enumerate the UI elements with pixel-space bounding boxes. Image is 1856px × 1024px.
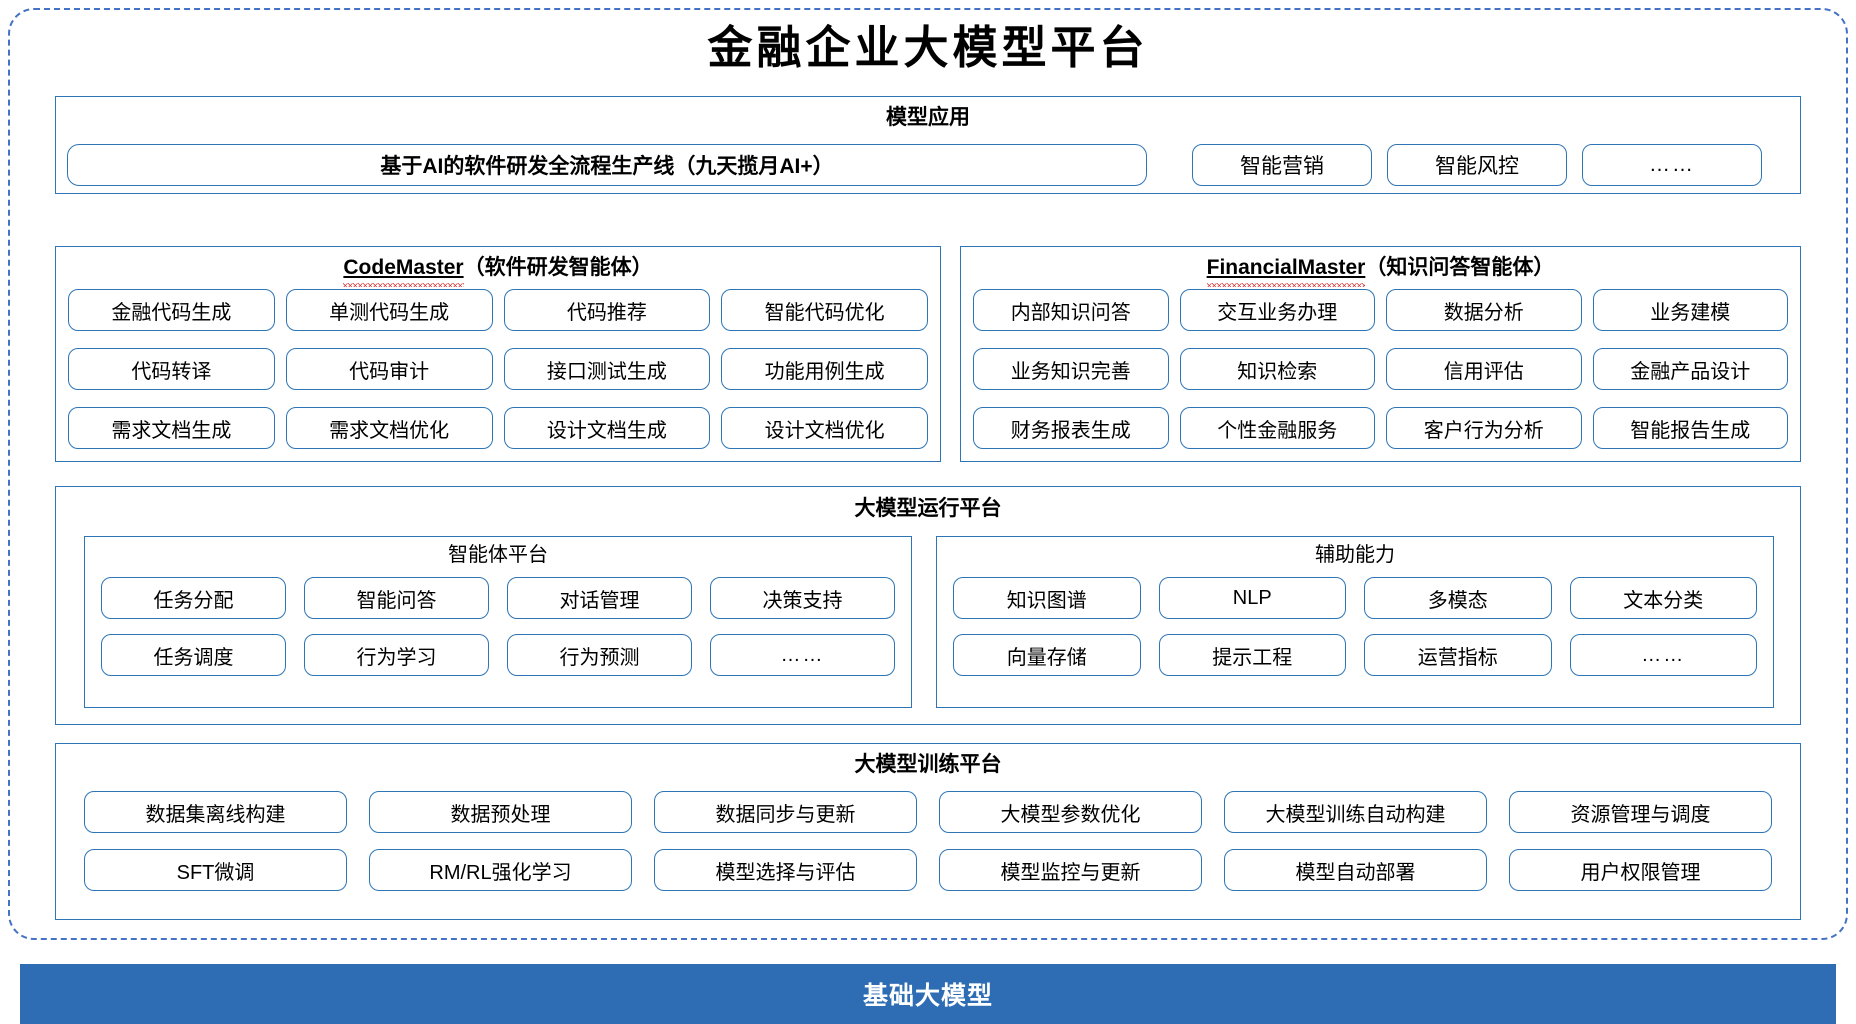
chip-auxiliary-item[interactable]: 运营指标 — [1364, 634, 1552, 676]
chip-financial-master-item[interactable]: 业务知识完善 — [973, 348, 1169, 390]
chip-code-master-item[interactable]: 代码转译 — [68, 348, 275, 390]
chip-agent-platform-item[interactable]: 任务调度 — [101, 634, 286, 676]
chip-financial-master-item[interactable]: 知识检索 — [1179, 348, 1375, 390]
chip-code-master-item[interactable]: 功能用例生成 — [721, 348, 928, 390]
subsection-title-agent-platform: 智能体平台 — [448, 544, 548, 566]
chip-agent-platform-item[interactable]: 任务分配 — [101, 577, 286, 619]
section-model-application: 模型应用 基于AI的软件研发全流程生产线（九天揽月AI+） 智能营销 智能风控 … — [55, 96, 1801, 194]
subsection-title-auxiliary-capability: 辅助能力 — [1315, 544, 1395, 566]
chip-agent-platform-item[interactable]: 行为预测 — [507, 634, 692, 676]
chip-code-master-item[interactable]: 需求文档优化 — [285, 407, 493, 449]
chip-financial-master-item[interactable]: 客户行为分析 — [1386, 407, 1582, 449]
chip-training-item[interactable]: 资源管理与调度 — [1509, 791, 1772, 833]
chip-auxiliary-item[interactable]: 知识图谱 — [953, 577, 1141, 619]
chip-agent-platform-item[interactable]: 行为学习 — [304, 634, 489, 676]
chip-financial-master-item[interactable]: 个性金融服务 — [1179, 407, 1375, 449]
subsection-agent-platform: 智能体平台 任务分配 智能问答 对话管理 决策支持 任务调度 行为学习 行为预测… — [84, 536, 912, 708]
chip-code-master-item[interactable]: 需求文档生成 — [68, 407, 275, 449]
chip-training-item[interactable]: 大模型参数优化 — [939, 791, 1202, 833]
chip-agent-platform-item[interactable]: 智能问答 — [304, 577, 489, 619]
section-title-code-master: CodeMaster（软件研发智能体） — [56, 255, 940, 288]
chip-auxiliary-item[interactable]: 提示工程 — [1158, 634, 1346, 676]
chip-code-master-item[interactable]: 设计文档优化 — [721, 407, 928, 449]
chip-training-item[interactable]: 数据集离线构建 — [84, 791, 347, 833]
chip-financial-master-item[interactable]: 交互业务办理 — [1179, 289, 1375, 331]
section-financial-master: FinancialMaster（知识问答智能体） 内部知识问答 交互业务办理 数… — [960, 246, 1801, 462]
chip-training-item[interactable]: 数据预处理 — [369, 791, 632, 833]
chip-training-item[interactable]: 模型自动部署 — [1224, 849, 1487, 891]
chip-financial-master-item[interactable]: 金融产品设计 — [1592, 348, 1788, 390]
spacer — [1372, 144, 1387, 186]
chip-training-item[interactable]: 模型选择与评估 — [654, 849, 917, 891]
chip-more-applications[interactable]: …… — [1582, 144, 1762, 186]
code-master-suffix: （软件研发智能体） — [463, 256, 653, 279]
chip-code-master-item[interactable]: 单测代码生成 — [285, 289, 493, 331]
section-runtime-platform: 大模型运行平台 智能体平台 任务分配 智能问答 对话管理 决策支持 任务调度 行… — [55, 486, 1801, 725]
section-title-financial-master: FinancialMaster（知识问答智能体） — [961, 255, 1800, 288]
chip-training-item[interactable]: SFT微调 — [84, 849, 347, 891]
section-title-model-application: 模型应用 — [886, 106, 970, 129]
chip-training-item[interactable]: 用户权限管理 — [1509, 849, 1772, 891]
spacer — [1567, 144, 1582, 186]
subsection-auxiliary-capability: 辅助能力 知识图谱 NLP 多模态 文本分类 向量存储 提示工程 运营指标 …… — [936, 536, 1774, 708]
section-code-master: CodeMaster（软件研发智能体） 金融代码生成 单测代码生成 代码推荐 智… — [55, 246, 941, 462]
chip-financial-master-item[interactable]: 内部知识问答 — [973, 289, 1169, 331]
chip-auxiliary-item[interactable]: 向量存储 — [953, 634, 1141, 676]
section-title-training-platform: 大模型训练平台 — [854, 753, 1002, 776]
section-training-platform: 大模型训练平台 数据集离线构建 数据预处理 数据同步与更新 大模型参数优化 大模… — [55, 743, 1801, 920]
chip-financial-master-item[interactable]: 信用评估 — [1386, 348, 1582, 390]
chip-financial-master-item[interactable]: 数据分析 — [1386, 289, 1582, 331]
auxiliary-capability-grid: 知识图谱 NLP 多模态 文本分类 向量存储 提示工程 运营指标 …… — [953, 577, 1757, 676]
training-platform-grid: 数据集离线构建 数据预处理 数据同步与更新 大模型参数优化 大模型训练自动构建 … — [84, 791, 1772, 891]
model-application-row: 基于AI的软件研发全流程生产线（九天揽月AI+） 智能营销 智能风控 …… — [67, 144, 1791, 186]
chip-code-master-item[interactable]: 接口测试生成 — [503, 348, 711, 390]
chip-ai-sdlc-pipeline[interactable]: 基于AI的软件研发全流程生产线（九天揽月AI+） — [67, 144, 1147, 186]
financial-master-name: FinancialMaster — [1206, 255, 1365, 288]
code-master-name: CodeMaster — [343, 255, 464, 288]
chip-code-master-item[interactable]: 代码推荐 — [503, 289, 711, 331]
chip-training-item[interactable]: RM/RL强化学习 — [369, 849, 632, 891]
financial-master-suffix: （知识问答智能体） — [1365, 256, 1555, 279]
chip-training-item[interactable]: 模型监控与更新 — [939, 849, 1202, 891]
base-model-bar: 基础大模型 — [20, 964, 1836, 1024]
chip-financial-master-item[interactable]: 财务报表生成 — [973, 407, 1169, 449]
page-title: 金融企业大模型平台 — [707, 21, 1149, 74]
code-master-capability-grid: 金融代码生成 单测代码生成 代码推荐 智能代码优化 代码转译 代码审计 接口测试… — [68, 289, 928, 449]
agent-platform-grid: 任务分配 智能问答 对话管理 决策支持 任务调度 行为学习 行为预测 …… — [101, 577, 895, 676]
financial-master-capability-grid: 内部知识问答 交互业务办理 数据分析 业务建模 业务知识完善 知识检索 信用评估… — [973, 289, 1788, 449]
base-model-label: 基础大模型 — [862, 982, 993, 1010]
chip-agent-platform-item[interactable]: 对话管理 — [507, 577, 692, 619]
chip-auxiliary-item[interactable]: 多模态 — [1364, 577, 1552, 619]
section-title-runtime-platform: 大模型运行平台 — [854, 497, 1002, 520]
chip-training-item[interactable]: 数据同步与更新 — [654, 791, 917, 833]
spacer — [1147, 144, 1192, 186]
chip-code-master-item[interactable]: 设计文档生成 — [503, 407, 711, 449]
chip-training-item[interactable]: 大模型训练自动构建 — [1224, 791, 1487, 833]
chip-code-master-item[interactable]: 代码审计 — [285, 348, 493, 390]
chip-code-master-item[interactable]: 金融代码生成 — [68, 289, 275, 331]
chip-code-master-item[interactable]: 智能代码优化 — [721, 289, 928, 331]
chip-financial-master-item[interactable]: 业务建模 — [1592, 289, 1788, 331]
chip-auxiliary-item[interactable]: NLP — [1158, 577, 1346, 619]
chip-agent-platform-item[interactable]: 决策支持 — [710, 577, 895, 619]
chip-smart-risk-control[interactable]: 智能风控 — [1387, 144, 1567, 186]
chip-financial-master-item[interactable]: 智能报告生成 — [1592, 407, 1788, 449]
chip-auxiliary-more[interactable]: …… — [1569, 634, 1757, 676]
chip-agent-platform-more[interactable]: …… — [710, 634, 895, 676]
chip-auxiliary-item[interactable]: 文本分类 — [1569, 577, 1757, 619]
chip-smart-marketing[interactable]: 智能营销 — [1192, 144, 1372, 186]
